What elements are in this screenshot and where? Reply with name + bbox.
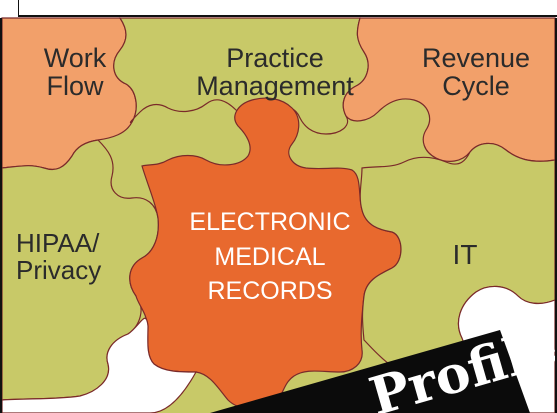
profile-banner (210, 330, 530, 413)
label-emr: ELECTRONIC MEDICAL RECORDS (189, 208, 351, 305)
top-frame (0, 0, 557, 18)
puzzle-gap-bottom-left (1, 317, 198, 413)
frame-top-rule (18, 15, 557, 17)
frame-left-tick (18, 0, 19, 16)
page-border (0, 18, 557, 413)
label-hipaa-privacy: HIPAA/ Privacy (16, 228, 102, 286)
label-work-flow: Work Flow (43, 43, 107, 102)
label-revenue-cycle: Revenue Cycle (421, 43, 531, 102)
label-practice-management: Practice Management (196, 43, 354, 102)
label-it: IT (452, 239, 478, 270)
